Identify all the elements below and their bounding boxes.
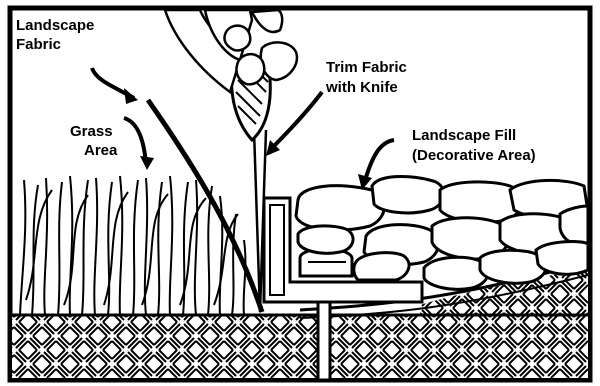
label-landscape-fabric: Landscape Fabric bbox=[16, 17, 99, 53]
arrow-trim-fabric bbox=[270, 92, 322, 150]
label-landscape-fill: Landscape Fill (Decorative Area) bbox=[412, 127, 536, 164]
label-trim-fabric: Trim Fabric with Knife bbox=[325, 59, 411, 96]
label-grass-area: Grass Area bbox=[70, 123, 118, 159]
hand bbox=[165, 10, 297, 92]
soil-layer bbox=[12, 315, 588, 378]
